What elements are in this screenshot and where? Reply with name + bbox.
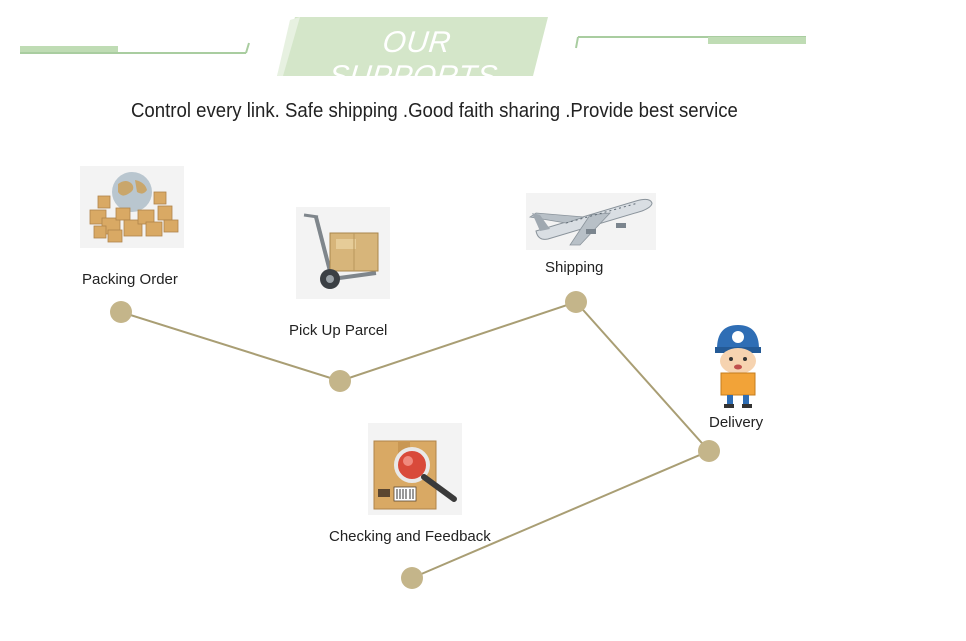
courier-icon xyxy=(707,323,769,409)
globe-boxes-icon xyxy=(80,166,184,248)
title-banner-shape xyxy=(277,17,548,76)
node-delivery xyxy=(698,440,720,462)
left-rule-tick xyxy=(245,42,250,54)
airplane-icon xyxy=(526,193,656,250)
step-label-shipping: Shipping xyxy=(545,259,604,276)
step-label-delivery: Delivery xyxy=(709,414,764,431)
box-inspection-icon xyxy=(368,423,462,515)
node-pick-up-parcel xyxy=(329,370,351,392)
right-accent-bar xyxy=(708,37,806,44)
header-banner xyxy=(20,17,806,76)
tagline: Control every link. Safe shipping .Good … xyxy=(131,100,738,122)
hand-truck-icon xyxy=(296,207,390,299)
node-shipping xyxy=(565,291,587,313)
step-label-checking-feedback: Checking and Feedback xyxy=(329,528,491,545)
right-rule-tick xyxy=(575,36,579,49)
step-label-pick-up-parcel: Pick Up Parcel xyxy=(289,322,388,339)
left-accent-bar xyxy=(20,46,118,53)
step-label-packing-order: Packing Order xyxy=(82,271,178,288)
node-packing-order xyxy=(110,301,132,323)
node-checking-feedback xyxy=(401,567,423,589)
title-banner-edge xyxy=(277,17,300,76)
